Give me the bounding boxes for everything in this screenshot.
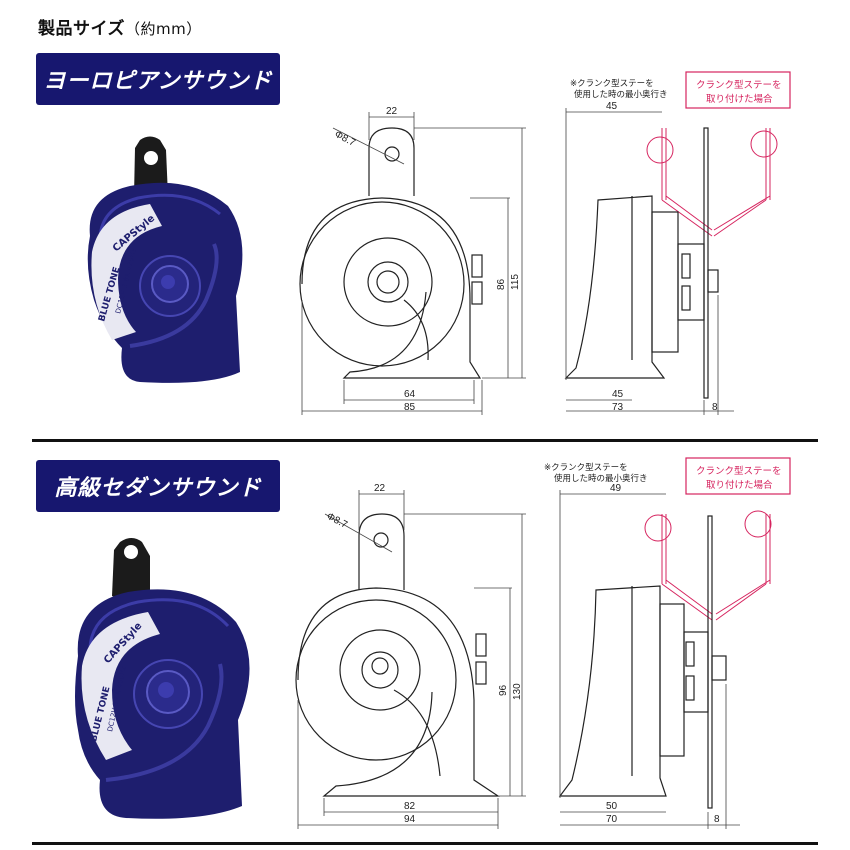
side-drawing-european: ※クランク型ステーを 使用した時の最小奥行き クランク型ステーを 取り付けた場合…: [564, 71, 791, 415]
stay-note-2: 取り付けた場合: [706, 93, 773, 105]
stay-note-2-2: 取り付けた場合: [706, 479, 773, 491]
dim-total-depth: 73: [612, 402, 624, 413]
dim-min-depth-2: 49: [610, 483, 622, 494]
section-label-european: ヨーロピアンサウンド: [36, 53, 280, 105]
dim-bolt-2: 8: [714, 814, 720, 825]
dim-body-depth-2: 50: [606, 801, 618, 812]
dim-height-total-2: 130: [512, 683, 523, 700]
dim-height-body: 86: [496, 278, 507, 290]
dim-total-depth-2: 70: [606, 814, 618, 825]
section-label-sedan: 高級セダンサウンド: [36, 460, 280, 512]
page-title-unit: （約mm）: [125, 20, 202, 38]
section-divider-bottom: [32, 842, 818, 845]
dim-base-total-2: 94: [404, 814, 416, 825]
dim-bracket-width: 22: [386, 106, 398, 117]
dim-min-depth: 45: [606, 101, 618, 112]
dim-base-inner: 64: [404, 389, 416, 400]
stay-note-1-2: クランク型ステーを: [696, 466, 782, 477]
section-divider: [32, 439, 818, 442]
min-depth-note-1: ※クランク型ステーを: [570, 79, 654, 89]
product-photo-european: BLUE TONE CAPStyle DC12V 3.8A 420Hz: [87, 136, 243, 383]
min-depth-note-2-2: 使用した時の最小奥行き: [554, 473, 648, 484]
dim-body-depth: 45: [612, 389, 624, 400]
stay-note-box: [685, 71, 791, 109]
dim-height-total: 115: [510, 274, 521, 290]
dim-base-total: 85: [404, 402, 416, 413]
page-title: 製品サイズ（約mm）: [38, 14, 202, 39]
dim-height-body-2: 96: [498, 684, 509, 696]
dim-bolt: 8: [712, 402, 718, 413]
min-depth-note-1-2: ※クランク型ステーを: [544, 463, 628, 473]
stay-note-box-2: [685, 457, 791, 495]
page-title-text: 製品サイズ: [38, 19, 125, 39]
dim-bracket-width-2: 22: [374, 483, 386, 494]
stay-note-1: クランク型ステーを: [696, 80, 782, 91]
min-depth-note-2: 使用した時の最小奥行き: [574, 89, 668, 100]
front-drawing-european: 22 Φ8.7 86 115 64 85: [299, 106, 526, 415]
dim-base-inner-2: 82: [404, 801, 416, 812]
